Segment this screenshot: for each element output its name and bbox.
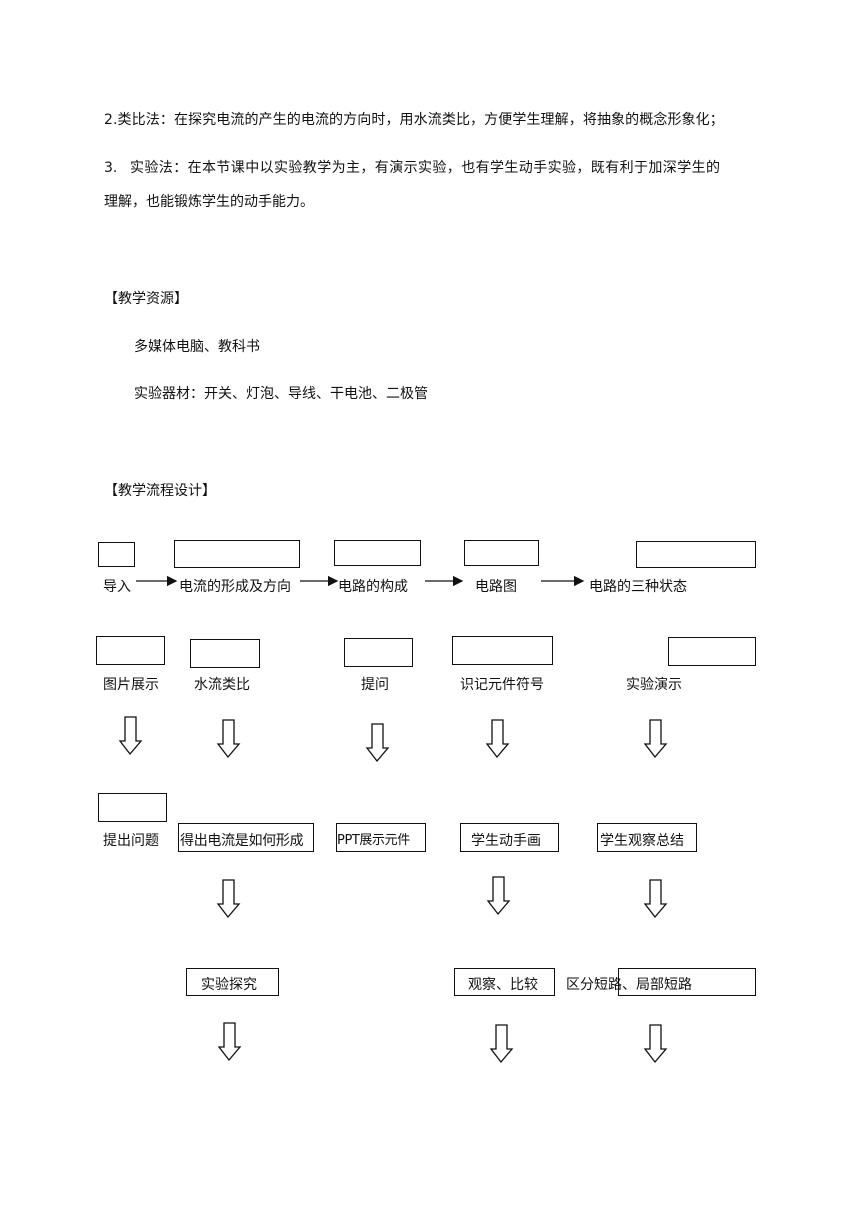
flow-step-symbols: 识记元件符号	[460, 677, 544, 693]
flow-box	[98, 793, 167, 822]
flow-box	[344, 638, 413, 667]
resource-item: 实验器材：开关、灯泡、导线、干电池、二极管	[134, 386, 428, 402]
flow-arrow-down	[118, 716, 143, 756]
flow-arrow-down	[365, 723, 390, 763]
flow-box	[98, 542, 135, 567]
flow-box	[668, 637, 756, 666]
flow-step-picture-show: 图片展示	[103, 677, 159, 693]
flow-step-explore: 实验探究	[201, 977, 257, 993]
flow-arrow-down	[216, 879, 241, 919]
flow-box-conclusion	[178, 823, 314, 852]
method-experiment-line-cont: 理解，也能锻炼学生的动手能力。	[104, 194, 314, 210]
flow-box-ppt	[336, 823, 426, 852]
flow-box-explore	[186, 968, 279, 996]
flow-box	[464, 540, 539, 566]
flow-step-question: 提问	[361, 677, 389, 693]
flow-box-observe	[597, 823, 697, 852]
flow-arrow-down	[643, 879, 668, 919]
flow-step-observe-summary: 学生观察总结	[600, 833, 684, 849]
flow-step-demo: 实验演示	[626, 677, 682, 693]
flow-arrow-down	[486, 876, 511, 916]
flow-heading: 【教学流程设计】	[104, 483, 216, 499]
flow-box	[452, 636, 553, 665]
method-analogy-line: 2.类比法：在探究电流的产生的电流的方向时，用水流类比，方便学生理解，将抽象的概…	[104, 112, 724, 128]
flow-step-water-analogy: 水流类比	[194, 677, 250, 693]
flow-box	[96, 636, 165, 665]
flow-arrow-down	[216, 719, 241, 759]
method-experiment-line: 实验法：在本节课中以实验教学为主，有演示实验，也有学生动手实验，既有利于加深学生…	[130, 160, 721, 176]
flow-arrow-down	[485, 719, 510, 759]
flow-step-circuit-composition: 电路的构成	[338, 579, 408, 595]
flow-arrow-down	[643, 719, 668, 759]
flow-arrow-down	[217, 1022, 242, 1062]
flow-step-circuit-states: 电路的三种状态	[589, 579, 687, 595]
flow-step-raise-question: 提出问题	[103, 833, 159, 849]
flow-arrow-down	[643, 1024, 668, 1064]
flow-box-draw	[460, 823, 559, 852]
flow-step-intro: 导入	[103, 579, 131, 595]
resources-heading: 【教学资源】	[104, 291, 188, 307]
flow-step-student-draw: 学生动手画	[471, 833, 541, 849]
flow-step-short-circuit: 区分短路、局部短路	[566, 977, 692, 993]
flow-box-short	[618, 968, 756, 996]
flow-box	[636, 541, 756, 568]
flow-box	[174, 540, 300, 568]
method-experiment-number: 3.	[104, 160, 118, 176]
flow-step-current-formation: 电流的形成及方向	[179, 579, 291, 595]
flow-step-compare: 观察、比较	[468, 977, 538, 993]
flow-box-compare	[454, 968, 555, 996]
flow-step-circuit-diagram: 电路图	[475, 579, 517, 595]
flow-arrow-down	[489, 1024, 514, 1064]
flow-box	[334, 540, 421, 566]
flow-step-ppt: PPT展示元件	[337, 833, 410, 848]
flow-step-current-conclusion: 得出电流是如何形成	[180, 833, 304, 849]
flow-box	[190, 639, 260, 668]
resource-item: 多媒体电脑、教科书	[134, 339, 260, 355]
